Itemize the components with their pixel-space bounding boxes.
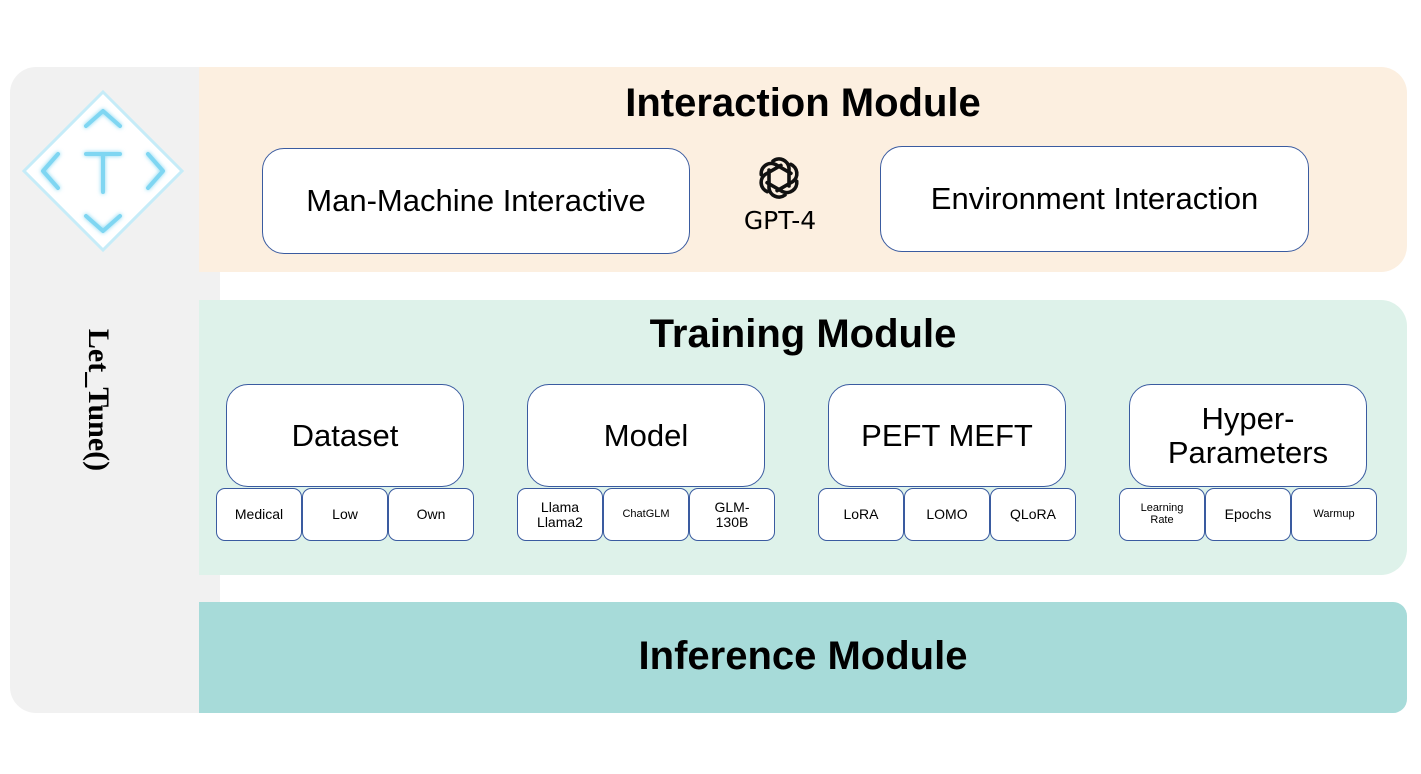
man-machine-interactive-box: Man-Machine Interactive [262,148,690,254]
inference-module-band: Inference Module [199,602,1407,713]
gpt-4-label: GPT-4 [743,206,817,235]
peft-meft-box: PEFT MEFT [828,384,1066,487]
dataset-box: Dataset [226,384,464,487]
openai-logo-icon [759,157,799,199]
peft-item-qlora: QLoRA [990,488,1076,541]
framework-title: Let_Tune() [82,328,115,472]
model-box: Model [527,384,765,487]
peft-item-lomo: LOMO [904,488,990,541]
dataset-item-medical: Medical [216,488,302,541]
hyper-parameters-box: Hyper-Parameters [1129,384,1367,487]
model-item-llama: Llama Llama2 [517,488,603,541]
environment-interaction-box: Environment Interaction [880,146,1309,252]
training-module-title: Training Module [649,312,957,356]
model-item-glm-130b: GLM-130B [689,488,775,541]
model-item-chatglm: ChatGLM [603,488,689,541]
hyper-item-epochs: Epochs [1205,488,1291,541]
hyper-item-warmup: Warmup [1291,488,1377,541]
interaction-module-title: Interaction Module [625,81,981,125]
dataset-item-low: Low [302,488,388,541]
peft-item-lora: LoRA [818,488,904,541]
dataset-item-own: Own [388,488,474,541]
hyper-item-learning-rate: Learning Rate [1119,488,1205,541]
let-tune-logo-icon [21,89,185,253]
inference-module-title: Inference Module [638,634,968,678]
